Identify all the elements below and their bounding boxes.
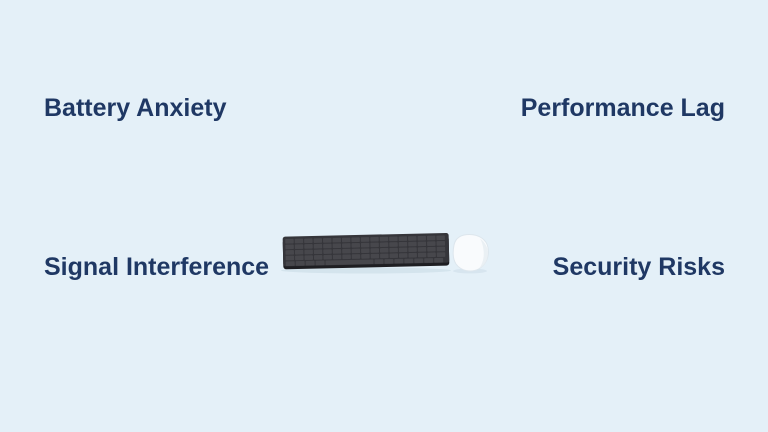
label-security-risks: Security Risks bbox=[552, 253, 725, 281]
keyboard-keys bbox=[285, 235, 446, 267]
label-performance-lag: Performance Lag bbox=[520, 94, 725, 122]
mouse-illustration bbox=[452, 233, 489, 272]
label-signal-interference: Signal Interference bbox=[44, 253, 270, 281]
keyboard-illustration bbox=[282, 232, 450, 270]
keyboard-mouse-illustration bbox=[281, 232, 489, 274]
mouse-shading bbox=[479, 238, 488, 269]
keyboard-mouse-image bbox=[280, 224, 496, 278]
keyboard-shadow bbox=[281, 267, 451, 274]
label-battery-anxiety: Battery Anxiety bbox=[44, 94, 227, 122]
